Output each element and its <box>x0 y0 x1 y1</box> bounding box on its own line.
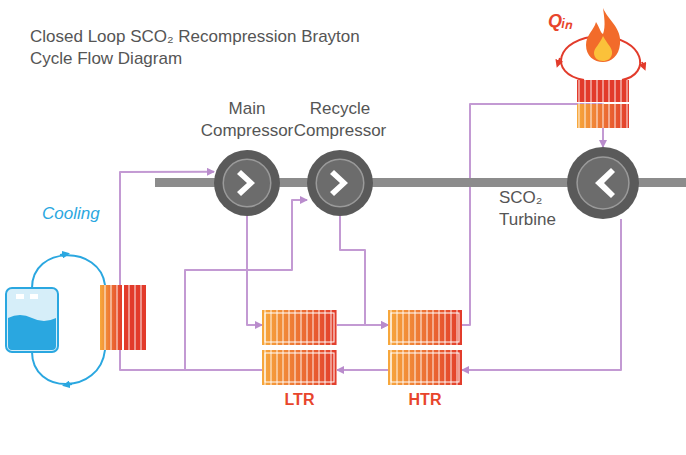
exchanger-frame <box>391 353 459 382</box>
exchanger-frame <box>265 313 334 342</box>
exchanger-half <box>262 350 337 385</box>
flame-icon <box>586 8 620 62</box>
coolant-arrow <box>60 254 66 255</box>
exchanger-frame <box>265 353 334 382</box>
cooling-label: Cooling <box>40 203 102 225</box>
compressor: Recycle Compressor <box>307 150 373 216</box>
machine-body <box>567 147 639 219</box>
exchanger-plates <box>388 310 462 345</box>
exchanger-plates <box>262 310 337 345</box>
flow-line <box>462 219 621 370</box>
exchanger-plates <box>388 350 462 385</box>
cooler-exchanger <box>100 285 146 350</box>
diagram-title: Closed Loop SCO₂ Recompression Brayton C… <box>30 26 360 70</box>
exchanger-half <box>388 350 462 385</box>
coolant-loop <box>32 255 105 288</box>
heat-input-label: Qᵢₙ <box>548 10 572 33</box>
compressor-symbol <box>307 150 373 216</box>
node-heading: HTR <box>380 390 470 411</box>
node-heading: Recycle Compressor <box>285 98 395 142</box>
flow-chevron <box>330 170 348 196</box>
exchanger-frame <box>391 313 459 342</box>
recuperator-symbol <box>388 310 462 385</box>
node-heading: SCO₂ Turbine <box>499 187 567 231</box>
exchanger-half <box>262 310 337 345</box>
machine-rotor <box>316 159 364 207</box>
node-heading: LTR <box>255 390 345 411</box>
heat-arrow <box>642 62 644 67</box>
cooling-tank <box>6 288 58 352</box>
machine-body <box>214 150 280 216</box>
recuperator-symbol <box>262 310 337 385</box>
compressor-symbol <box>214 150 280 216</box>
coolant-arrow <box>66 384 72 385</box>
coolant-loop <box>32 350 105 384</box>
heater-exchanger <box>577 80 629 128</box>
flow-line <box>340 216 388 325</box>
heat-loop <box>561 36 640 80</box>
turbine: SCO₂ Turbine <box>567 147 639 219</box>
machine-rotor <box>577 157 629 209</box>
flow-line <box>462 104 603 325</box>
recuperator: LTR <box>262 310 337 385</box>
exchanger-half <box>388 310 462 345</box>
machine-rotor <box>223 159 271 207</box>
turbine-symbol <box>567 147 639 219</box>
heat-arrow <box>558 58 560 64</box>
exchanger-plates <box>262 350 337 385</box>
compressor: Main Compressor <box>214 150 280 216</box>
node-heading: Main Compressor <box>192 98 302 142</box>
machine-body <box>307 150 373 216</box>
flow-chevron <box>237 170 255 196</box>
flow-chevron <box>595 168 615 198</box>
flow-line <box>337 369 388 371</box>
recuperator: HTR <box>388 310 462 385</box>
